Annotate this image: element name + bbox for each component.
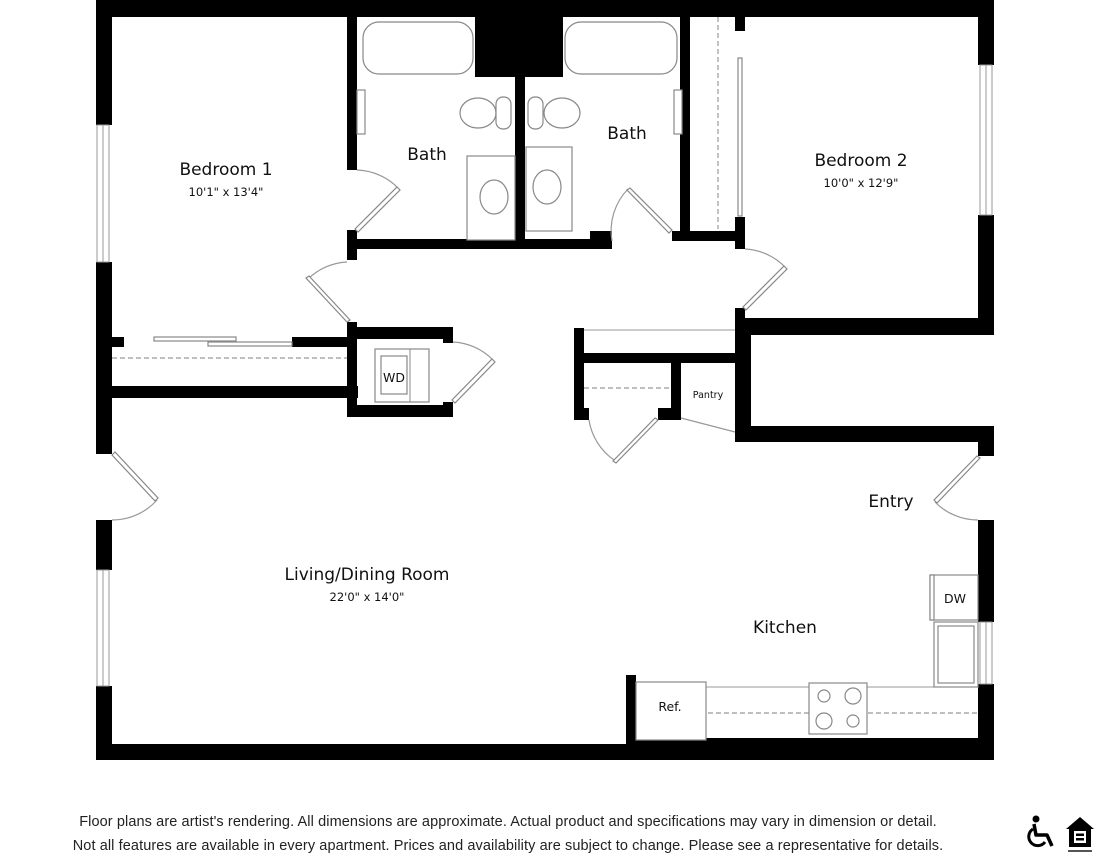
washer-dryer-label: WD: [383, 370, 405, 385]
kitchen-fixtures: [635, 574, 979, 741]
bath2-fixtures: [525, 21, 683, 232]
disclaimer-line-2: Not all features are available in every …: [72, 838, 944, 854]
living-dining-dimensions: 22'0" x 14'0": [330, 590, 405, 604]
bedroom2-dimensions: 10'0" x 12'9": [824, 176, 899, 190]
pantry-label: Pantry: [693, 390, 724, 401]
floor-plan: Bedroom 1 10'1" x 13'4" Bath Bath Bedroo…: [96, 0, 994, 760]
kitchen-label: Kitchen: [753, 618, 817, 638]
equal-housing-opportunity-icon: [1066, 817, 1094, 852]
disclaimer-line-1: Floor plans are artist's rendering. All …: [79, 814, 937, 830]
bath1-label: Bath: [407, 145, 447, 165]
doors: [111, 169, 981, 521]
bath1-fixtures: [356, 21, 516, 241]
closet-details: [112, 17, 743, 389]
entry-label: Entry: [868, 492, 913, 512]
bedroom2-label: Bedroom 2: [814, 151, 907, 171]
dishwasher-label: DW: [944, 591, 966, 606]
living-dining-label: Living/Dining Room: [285, 565, 450, 585]
exterior-walls: [96, 0, 994, 760]
interior-walls: [112, 17, 745, 745]
windows: [96, 64, 993, 687]
bedroom1-label: Bedroom 1: [179, 160, 272, 180]
room-labels: Bedroom 1 10'1" x 13'4" Bath Bath Bedroo…: [179, 124, 966, 714]
refrigerator-label: Ref.: [658, 699, 681, 714]
washer-dryer: [374, 348, 430, 403]
bath2-label: Bath: [607, 124, 647, 144]
wheelchair-accessibility-icon: [1027, 815, 1054, 848]
bedroom1-dimensions: 10'1" x 13'4": [189, 185, 264, 199]
